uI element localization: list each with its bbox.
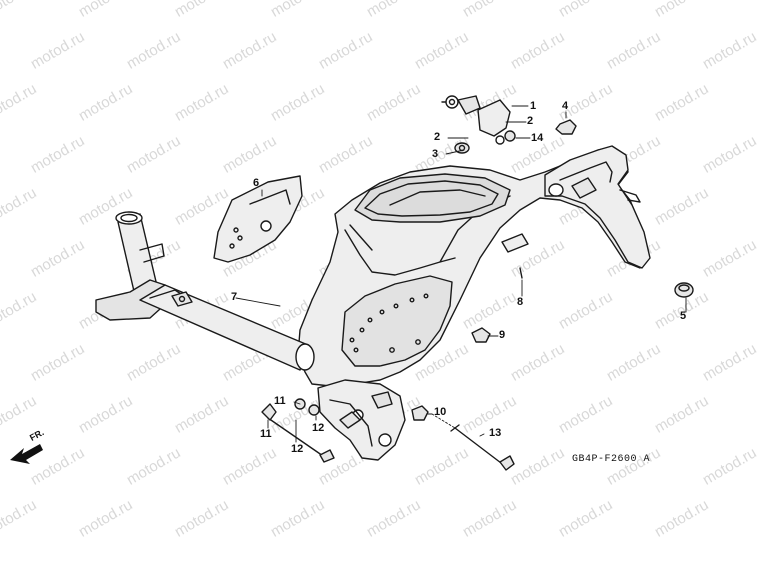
leader-lines — [235, 105, 687, 443]
callout-11-lower: 11 — [260, 428, 272, 440]
part-13-collar — [308, 404, 320, 416]
down-tube-end — [295, 343, 315, 371]
part-9-bolt — [454, 427, 506, 467]
rear-fender — [544, 145, 651, 269]
callout-12-upper: 9 — [499, 329, 506, 341]
frame-side-panel — [341, 275, 453, 367]
tank-opening — [354, 173, 511, 223]
callout-12-lower: 10 — [434, 406, 447, 418]
engine-mount-plate — [317, 379, 406, 461]
panel-holes — [349, 293, 429, 353]
part-4-nut — [555, 119, 577, 135]
callout-11-upper: 11 — [274, 395, 286, 407]
part-10-bolt — [519, 267, 523, 279]
fender-hook — [619, 189, 641, 203]
callout-3: 7 — [231, 291, 238, 303]
callout-2-lower: 3 — [432, 148, 439, 160]
part-8-bolt — [267, 417, 327, 459]
part-9-head — [499, 455, 515, 471]
fender-inner-edge — [559, 161, 613, 183]
part-1-grommet — [454, 142, 470, 154]
head-pipe-top — [115, 211, 143, 225]
tank-opening-inner — [389, 189, 486, 206]
part-7-hook — [457, 95, 481, 115]
callout-4: 4 — [562, 100, 569, 112]
callout-8: 12 — [291, 443, 304, 455]
callout-9: 13 — [489, 427, 502, 439]
part-6-side-plate — [213, 175, 303, 263]
callout-1: 2 — [434, 131, 441, 143]
callout-13: 12 — [312, 422, 325, 434]
callout-7: 1 — [530, 100, 537, 112]
part-7-bracket — [477, 99, 511, 137]
mount-boss — [371, 391, 393, 409]
part-12-nut-a — [471, 327, 491, 343]
head-pipe-collar — [139, 243, 165, 263]
part-8-head — [261, 403, 277, 421]
part-14-nut — [504, 130, 516, 142]
rear-grip-bracket — [571, 177, 597, 199]
part-12-nut-b — [411, 405, 429, 421]
callout-14: 14 — [531, 132, 544, 144]
callout-5: 5 — [680, 310, 687, 322]
pivot-shaft — [339, 411, 361, 429]
part-2-grommet-a — [495, 135, 505, 145]
head-pipe-inner — [120, 213, 138, 223]
callout-6: 6 — [253, 177, 260, 189]
fender-mount-hole — [548, 183, 564, 197]
callout-2-upper: 2 — [527, 115, 534, 127]
diagram-code: GB4P-F2600 A — [572, 454, 651, 465]
tube-bracket — [171, 291, 193, 307]
mount-hole-a — [378, 433, 392, 447]
front-arrow-icon — [10, 444, 43, 464]
callout-10: 8 — [517, 296, 524, 308]
part-10-plate — [501, 233, 529, 253]
tank-opening-rim — [364, 180, 499, 217]
main-down-tube — [139, 284, 309, 371]
mount-plate-edge — [329, 399, 373, 447]
